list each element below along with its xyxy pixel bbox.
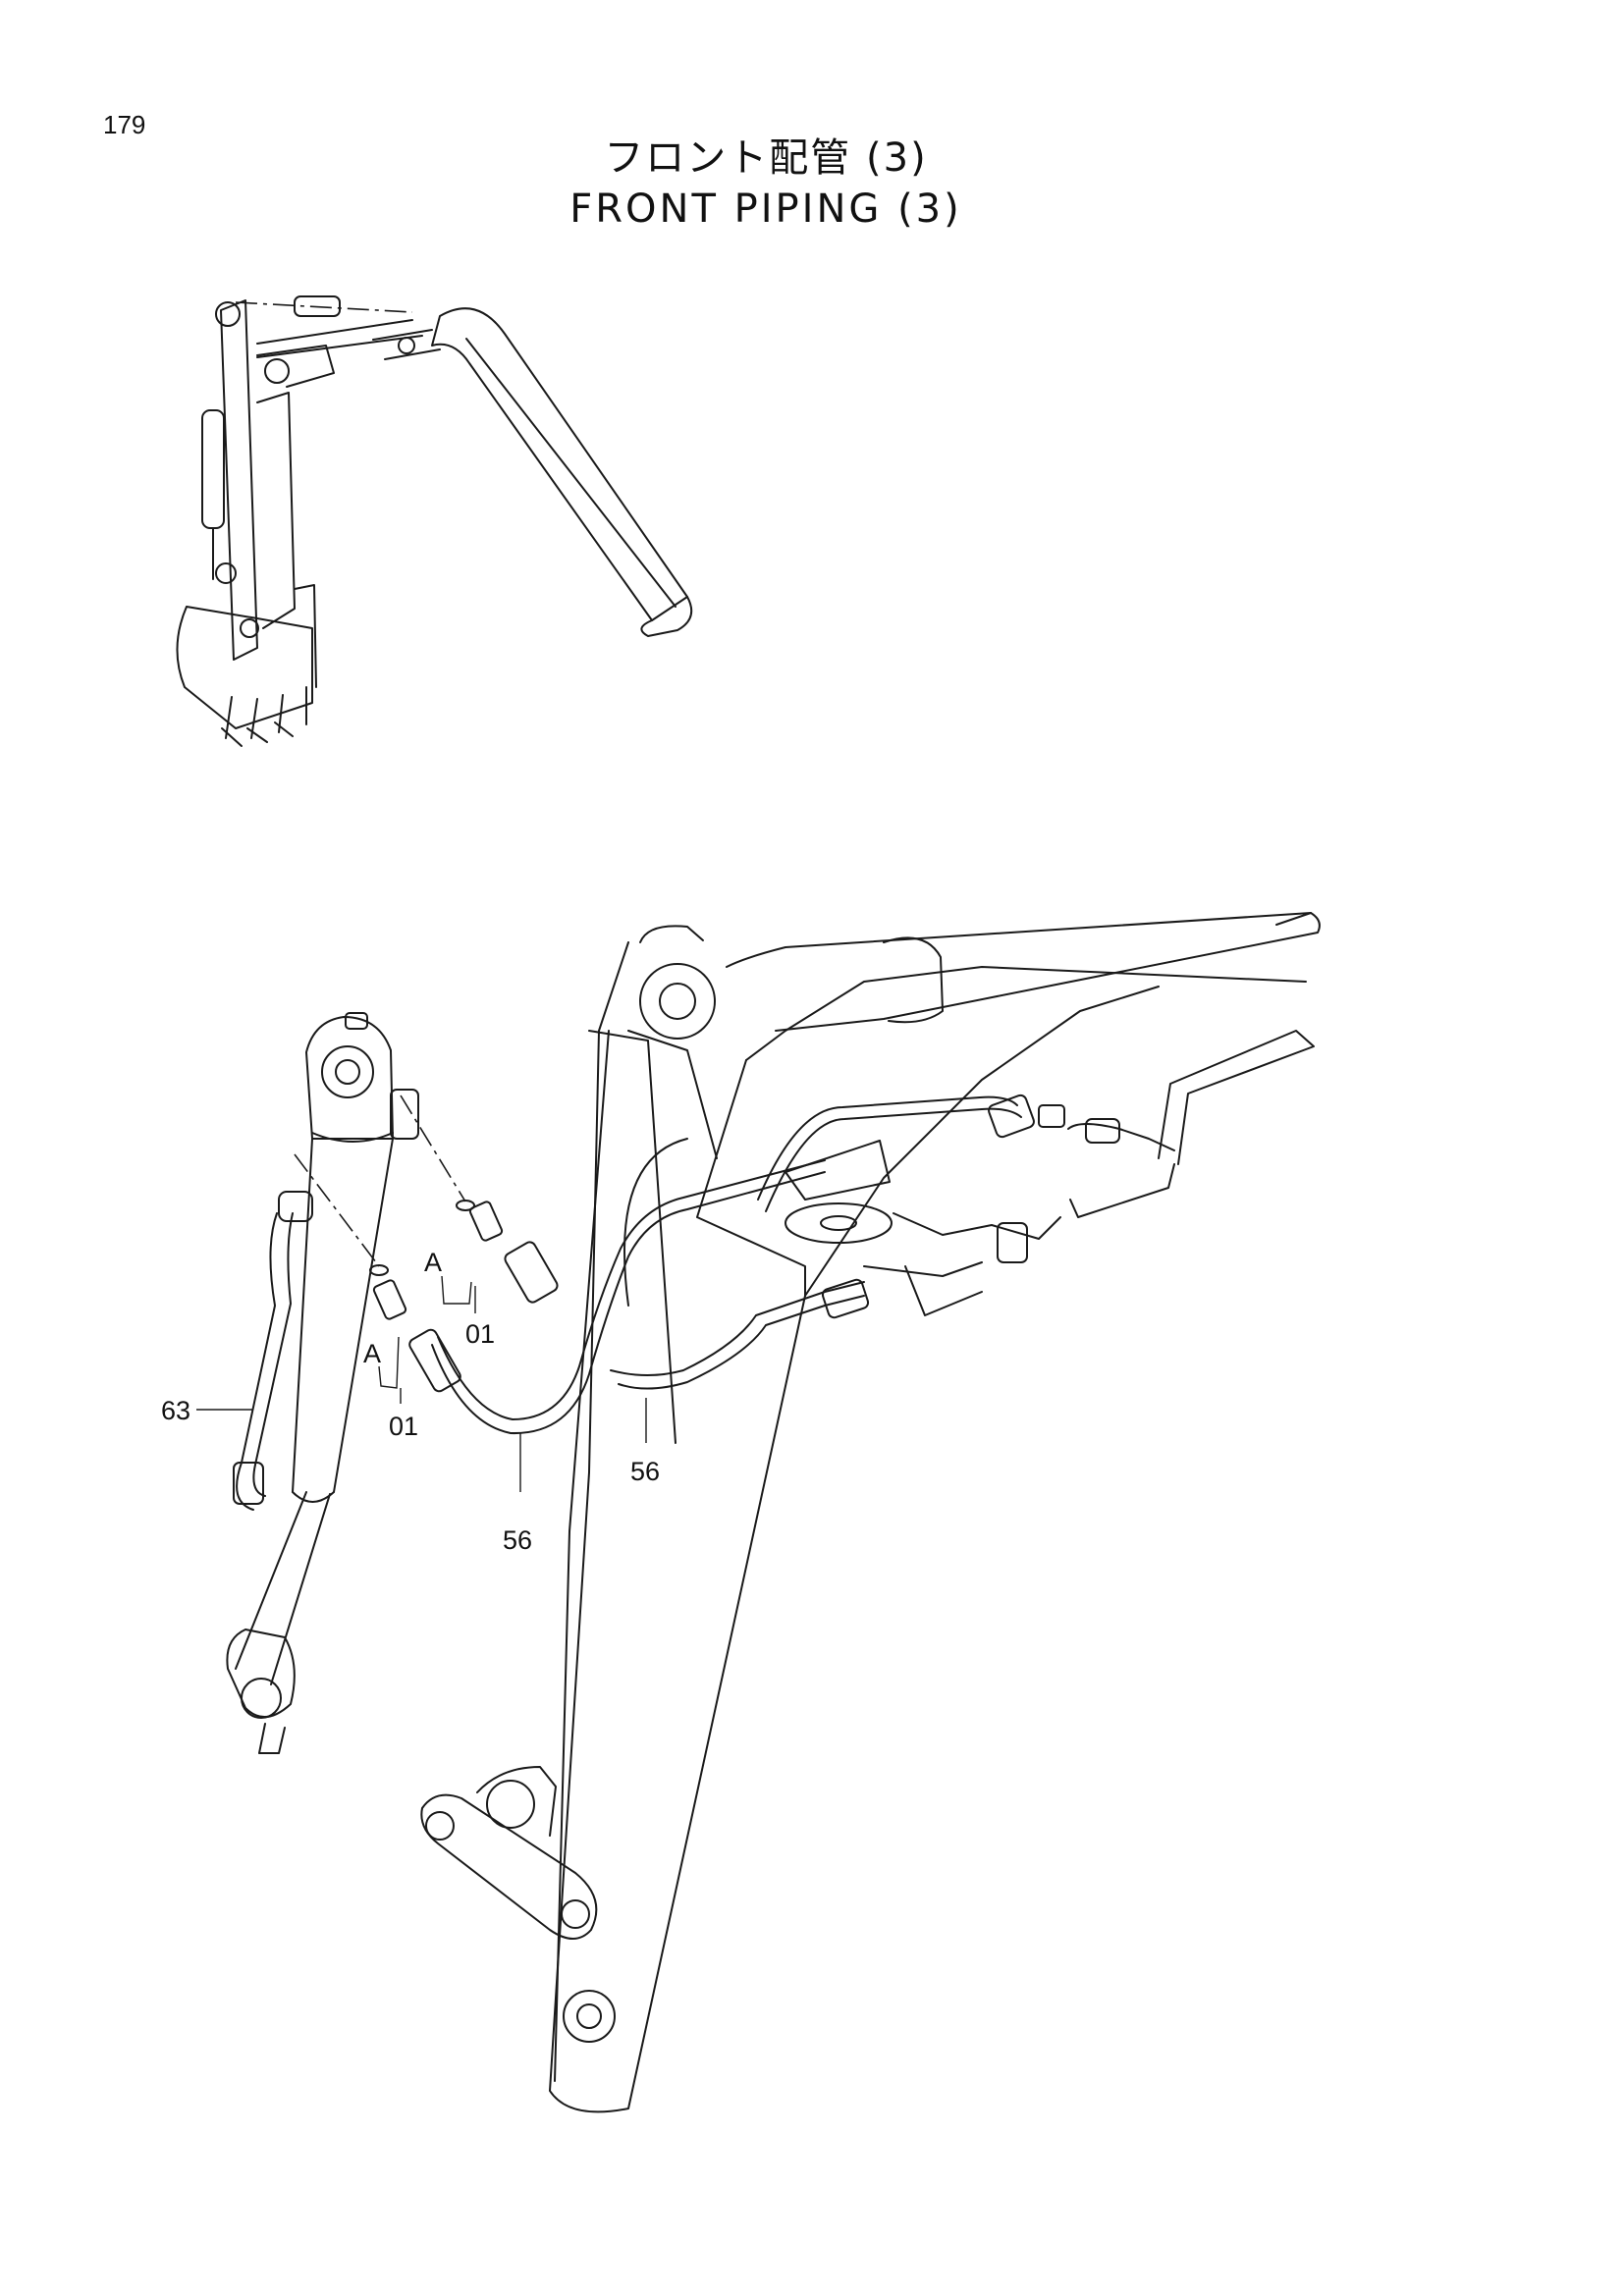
callout-label-56-right: 56	[630, 1457, 660, 1486]
callouts: A 01 A 01 63 56 56	[161, 1248, 660, 1555]
callout-label-a-upper: A	[424, 1248, 442, 1277]
callout-label-01-upper: 01	[465, 1319, 495, 1349]
overview-front-attachment	[177, 296, 691, 746]
callout-label-56-lower: 56	[503, 1525, 532, 1555]
main-front-assembly	[227, 913, 1320, 2111]
callout-label-63: 63	[161, 1396, 190, 1425]
page-number: 179	[103, 110, 146, 139]
title-japanese: フロント配管 (3)	[604, 135, 928, 181]
title-english: FRONT PIPING (3)	[569, 187, 962, 232]
callout-label-a-lower: A	[363, 1339, 381, 1368]
callout-label-01-lower: 01	[389, 1412, 418, 1441]
